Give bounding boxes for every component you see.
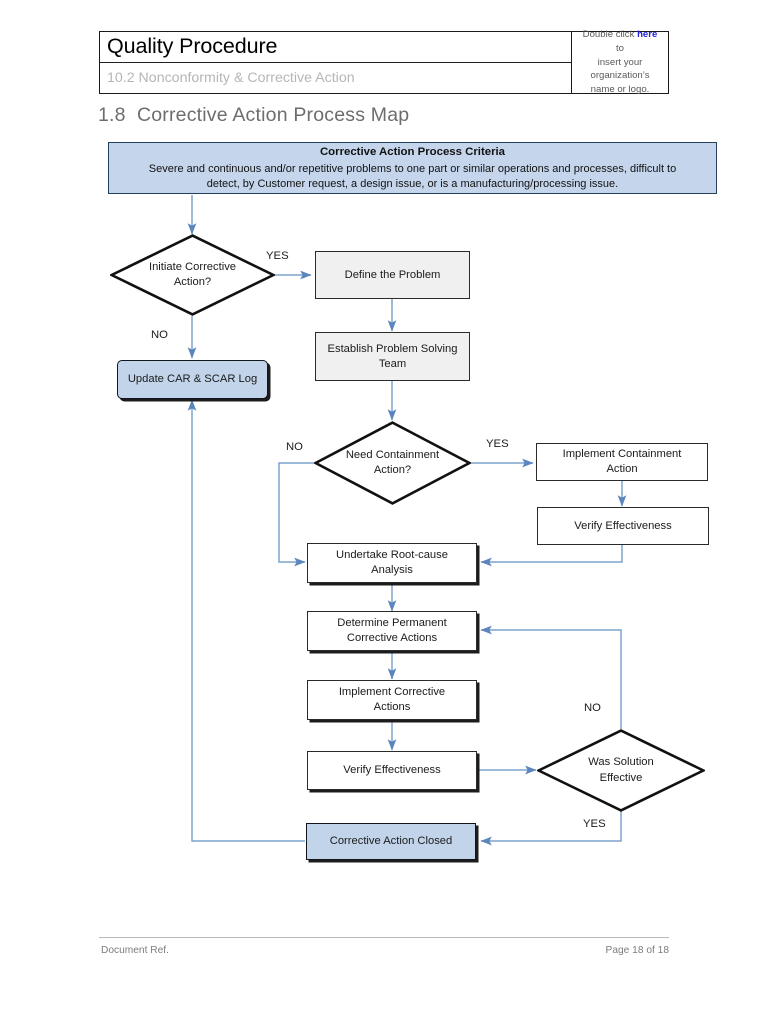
decision-label: Initiate Corrective Action? (110, 234, 275, 316)
node-label: Verify Effectiveness (574, 519, 672, 532)
decision-need-containment-action[interactable]: Need Containment Action? (314, 421, 471, 505)
logo-placeholder-here-link[interactable]: here (637, 29, 658, 41)
diamond-shape (110, 234, 275, 316)
node-label-line2: Team (378, 357, 407, 370)
decision-label-line1: Need Containment (345, 448, 440, 461)
node-label-line1: Implement Corrective (338, 686, 446, 699)
node-label: Corrective Action Closed (329, 835, 453, 848)
footer-divider (99, 937, 669, 938)
decision-label-line2: Action? (173, 276, 212, 288)
criteria-body-line2: detect, by Customer request, a design is… (206, 177, 619, 190)
header-left-cells: Quality Procedure 10.2 Nonconformity & C… (100, 32, 572, 93)
edge-label-solution-yes: YES (583, 818, 606, 830)
node-label-line2: Action (606, 463, 638, 475)
decision-label-line2: Action? (373, 464, 412, 476)
corrective-action-process-criteria-box: Corrective Action Process Criteria Sever… (108, 142, 717, 194)
process-update-car-scar-log[interactable]: Update CAR & SCAR Log (117, 360, 268, 399)
header-subtitle-cell: 10.2 Nonconformity & Corrective Action (100, 63, 571, 93)
logo-placeholder-line1: Double click here to (582, 29, 658, 55)
process-implement-corrective-actions[interactable]: Implement Corrective Actions (307, 680, 477, 720)
decision-label: Was Solution Effective (537, 729, 705, 812)
node-label-line1: Undertake Root-cause (336, 549, 448, 562)
edge-label-initiate-no: NO (151, 329, 168, 341)
logo-placeholder-line2: insert your organization’s (590, 56, 650, 82)
document-subtitle: 10.2 Nonconformity & Corrective Action (107, 69, 355, 86)
process-undertake-root-cause-analysis[interactable]: Undertake Root-cause Analysis (307, 543, 477, 583)
criteria-body-line1: Severe and continuous and/or repetitive … (148, 162, 677, 175)
header-title-cell: Quality Procedure (100, 32, 571, 63)
node-label-line1: Implement Containment (562, 448, 682, 461)
process-determine-permanent-corrective-actions[interactable]: Determine Permanent Corrective Actions (307, 611, 477, 651)
decision-label: Need Containment Action? (314, 421, 471, 505)
decision-initiate-corrective-action[interactable]: Initiate Corrective Action? (110, 234, 275, 316)
node-label-line1: Establish Problem Solving (327, 342, 458, 355)
document-title: Quality Procedure (107, 34, 278, 59)
decision-was-solution-effective[interactable]: Was Solution Effective (537, 729, 705, 812)
document-header-table: Quality Procedure 10.2 Nonconformity & C… (99, 29, 669, 95)
edge-label-containment-no: NO (286, 441, 303, 453)
node-label-line2: Analysis (371, 564, 413, 576)
diamond-shape (314, 421, 471, 505)
process-establish-problem-solving-team[interactable]: Establish Problem Solving Team (315, 332, 470, 381)
decision-label-line1: Was Solution (588, 756, 654, 769)
footer-page-number: Page 18 of 18 (605, 945, 669, 956)
decision-label-line2: Effective (599, 771, 643, 784)
diamond-shape (537, 729, 705, 812)
page-title: 1.8 Corrective Action Process Map (98, 104, 410, 126)
node-label-line1: Determine Permanent (337, 617, 447, 630)
process-corrective-action-closed[interactable]: Corrective Action Closed (306, 823, 476, 860)
edge-label-solution-no: NO (584, 702, 601, 714)
process-define-the-problem[interactable]: Define the Problem (315, 251, 470, 299)
process-implement-containment-action[interactable]: Implement Containment Action (536, 443, 708, 481)
logo-placeholder-cell[interactable]: Double click here to insert your organiz… (572, 29, 668, 94)
node-label: Define the Problem (344, 268, 441, 281)
node-label-line2: Actions (373, 701, 411, 713)
node-label: Update CAR & SCAR Log (127, 373, 258, 386)
edge-label-initiate-yes: YES (266, 250, 289, 262)
node-label-line2: Corrective Actions (346, 632, 438, 644)
footer-document-ref: Document Ref. (101, 945, 169, 956)
criteria-body: Severe and continuous and/or repetitive … (149, 162, 676, 192)
process-verify-effectiveness-containment[interactable]: Verify Effectiveness (537, 507, 709, 545)
edge-label-containment-yes: YES (486, 438, 509, 450)
criteria-title: Corrective Action Process Criteria (319, 146, 506, 159)
node-label: Verify Effectiveness (343, 764, 441, 777)
logo-placeholder-line3: name or logo. (590, 83, 650, 95)
decision-label-line1: Initiate Corrective (148, 260, 237, 273)
process-verify-effectiveness-final[interactable]: Verify Effectiveness (307, 751, 477, 790)
